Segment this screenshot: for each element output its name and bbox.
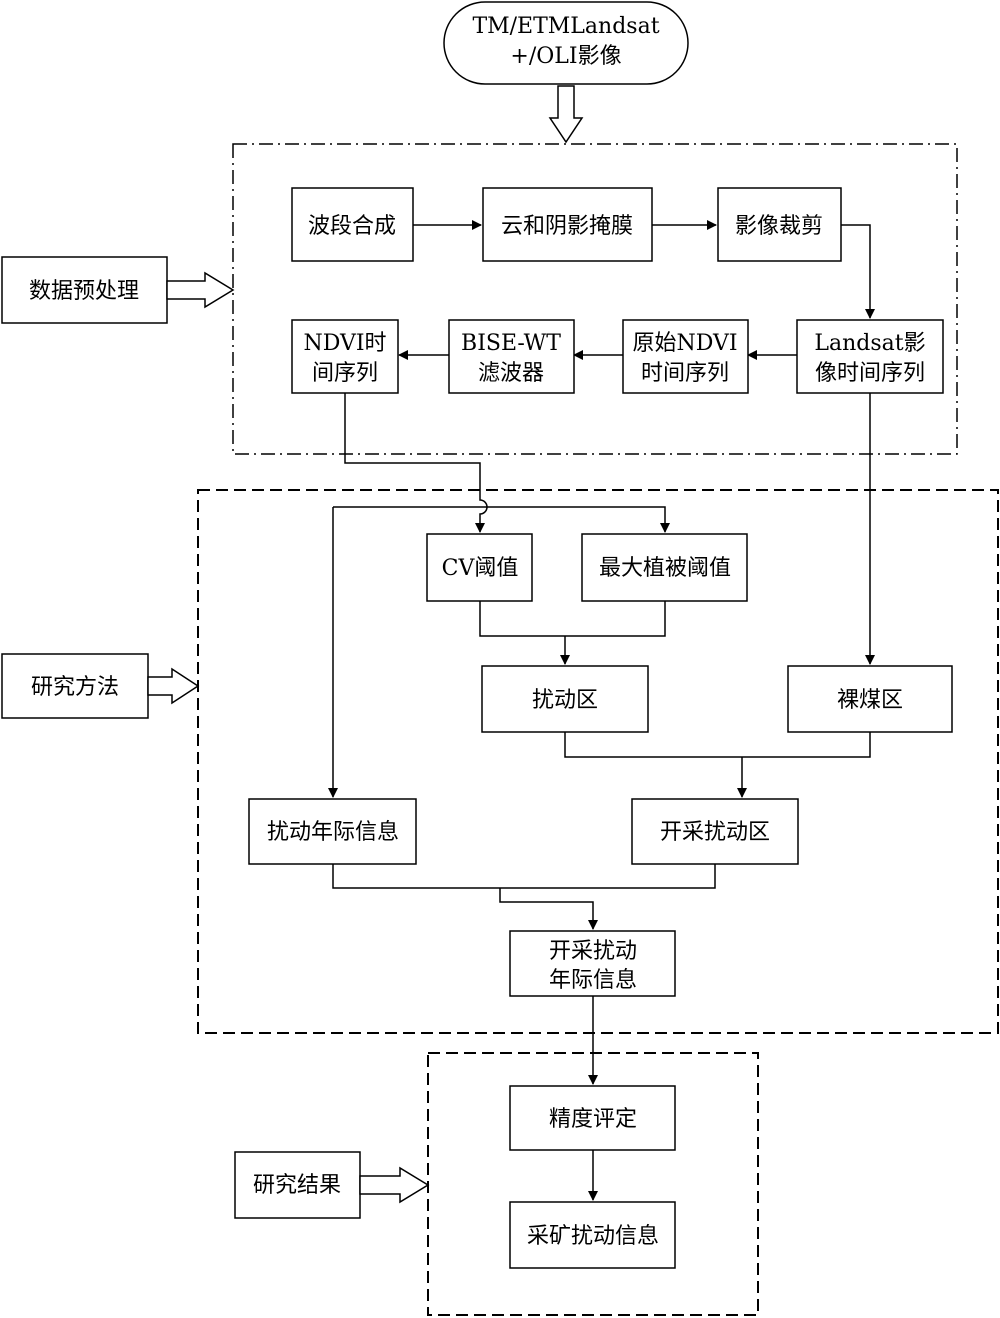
node-bise-wt-filter-line1: BISE-WT <box>461 331 561 356</box>
node-annual-disturbance-info: 扰动年际信息 <box>248 798 417 865</box>
node-image-clip-label: 影像裁剪 <box>735 214 823 239</box>
node-raw-ndvi-series-line2: 时间序列 <box>641 361 729 386</box>
edge-clip-to-landsat <box>841 224 875 319</box>
node-ndvi-series: NDVI时 间序列 <box>291 319 399 394</box>
node-ndvi-series-line1: NDVI时 <box>303 331 386 356</box>
node-cloud-shadow-mask-label: 云和阴影掩膜 <box>501 214 633 239</box>
node-landsat-series-line2: 像时间序列 <box>815 361 925 386</box>
preprocess-region <box>232 143 958 455</box>
node-disturbance-area-label: 扰动区 <box>532 688 598 713</box>
node-raw-ndvi-series-line1: 原始NDVI <box>632 331 737 356</box>
node-mining-annual-info-line2: 年际信息 <box>549 968 637 993</box>
node-disturbance-area: 扰动区 <box>481 665 649 733</box>
node-bise-wt-filter-line2: 滤波器 <box>478 361 544 386</box>
source-label-line1: TM/ETMLandsat <box>472 14 659 39</box>
source-label-line2: +/OLI影像 <box>510 44 621 69</box>
method-side-label: 研究方法 <box>1 653 149 719</box>
method-hollow-arrow <box>147 667 200 705</box>
node-mining-disturbance-info-label: 采矿扰动信息 <box>527 1224 659 1249</box>
source-hollow-arrow <box>548 85 584 144</box>
node-band-combination: 波段合成 <box>291 187 414 262</box>
node-ndvi-series-line2: 间序列 <box>312 361 378 386</box>
result-hollow-arrow <box>359 1166 430 1204</box>
node-landsat-series-line1: Landsat影 <box>814 331 925 356</box>
edge-areas-merge <box>564 732 871 758</box>
node-mining-disturbance-info: 采矿扰动信息 <box>509 1201 676 1269</box>
node-max-veg-threshold-label: 最大植被阈值 <box>599 556 731 581</box>
node-bise-wt-filter: BISE-WT 滤波器 <box>448 319 575 394</box>
method-region <box>197 489 999 1034</box>
edge-merge-to-mining-annual <box>499 888 598 930</box>
edge-info-merge <box>332 864 716 889</box>
edge-ndvi-to-cv <box>344 393 488 533</box>
preprocess-side-label: 数据预处理 <box>1 256 168 324</box>
node-annual-disturbance-info-label: 扰动年际信息 <box>267 820 399 845</box>
edge-thresholds-merge <box>479 601 666 637</box>
node-max-veg-threshold: 最大植被阈值 <box>581 533 748 602</box>
node-accuracy-assessment-label: 精度评定 <box>549 1107 637 1132</box>
result-label: 研究结果 <box>253 1173 341 1198</box>
node-mining-disturbance-area: 开采扰动区 <box>631 798 799 865</box>
node-bare-coal-area-label: 裸煤区 <box>837 688 903 713</box>
preprocess-hollow-arrow <box>166 271 235 309</box>
edge-feed-to-max-veg <box>333 506 670 533</box>
node-cv-threshold: CV阈值 <box>426 533 533 602</box>
node-cloud-shadow-mask: 云和阴影掩膜 <box>482 187 653 262</box>
node-raw-ndvi-series: 原始NDVI 时间序列 <box>622 319 749 394</box>
result-side-label: 研究结果 <box>234 1151 361 1219</box>
source-terminal: TM/ETMLandsat +/OLI影像 <box>443 1 689 85</box>
node-cv-threshold-label: CV阈值 <box>442 556 519 581</box>
preprocess-label: 数据预处理 <box>29 279 139 304</box>
node-image-clip: 影像裁剪 <box>717 187 842 262</box>
node-accuracy-assessment: 精度评定 <box>509 1085 676 1151</box>
method-label: 研究方法 <box>31 675 119 700</box>
node-mining-disturbance-area-label: 开采扰动区 <box>660 820 770 845</box>
node-bare-coal-area: 裸煤区 <box>787 665 953 733</box>
node-landsat-series: Landsat影 像时间序列 <box>796 319 944 394</box>
node-band-combination-label: 波段合成 <box>308 214 396 239</box>
node-mining-annual-info-line1: 开采扰动 <box>549 939 637 964</box>
node-mining-annual-info: 开采扰动 年际信息 <box>509 930 676 997</box>
